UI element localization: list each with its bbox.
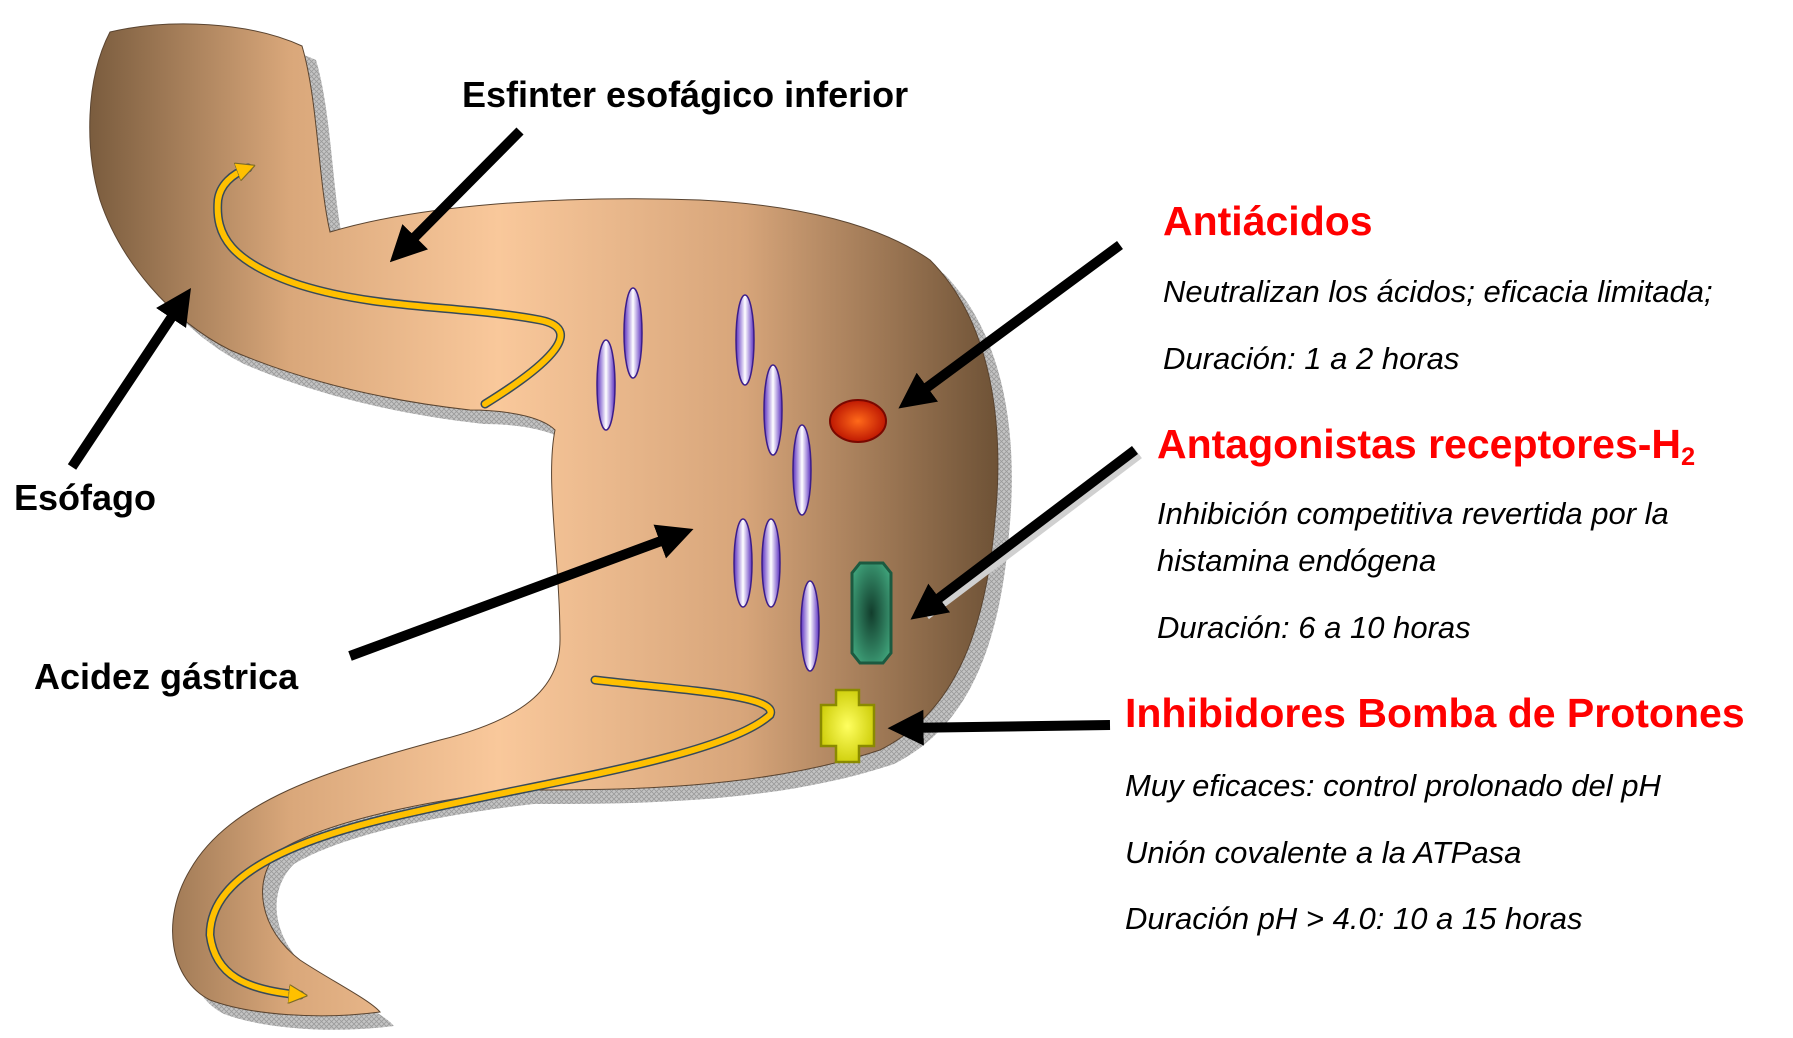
sphincter-label: Esfinter esofágico inferior — [462, 74, 908, 116]
ppi-line-3: Duración pH > 4.0: 10 a 15 horas — [1125, 901, 1583, 937]
h2-title-text: Antagonistas receptores-H — [1157, 421, 1681, 467]
parietal-cell — [801, 581, 819, 671]
parietal-cell — [762, 519, 780, 607]
h2-line-2: histamina endógena — [1157, 543, 1436, 579]
parietal-cell — [793, 425, 811, 515]
parietal-cell — [734, 519, 752, 607]
red-oval-pill-icon — [830, 400, 886, 442]
antiacids-line-1: Neutralizan los ácidos; eficacia limitad… — [1163, 274, 1713, 310]
ppi-line-2: Unión covalente a la ATPasa — [1125, 835, 1521, 871]
ppi-line-1: Muy eficaces: control prolonado del pH — [1125, 768, 1661, 804]
antiacids-line-2: Duración: 1 a 2 horas — [1163, 341, 1459, 377]
stomach-body — [90, 24, 998, 1016]
esophagus-label: Esófago — [14, 477, 156, 519]
parietal-cell — [597, 340, 615, 430]
arrow-ppi — [902, 725, 1110, 728]
acidity-label: Acidez gástrica — [34, 656, 298, 698]
antiacids-title: Antiácidos — [1163, 198, 1373, 245]
h2-line-1: Inhibición competitiva revertida por la — [1157, 496, 1669, 532]
parietal-cell — [764, 365, 782, 455]
h2-title: Antagonistas receptores-H2 — [1157, 421, 1695, 472]
h2-line-3: Duración: 6 a 10 horas — [1157, 610, 1471, 646]
h2-title-subscript: 2 — [1681, 443, 1695, 471]
parietal-cell — [624, 288, 642, 378]
ppi-title: Inhibidores Bomba de Protones — [1125, 690, 1745, 737]
arrow-esophagus — [72, 300, 183, 467]
green-octagon-pill-icon — [852, 563, 891, 663]
parietal-cell — [736, 295, 754, 385]
